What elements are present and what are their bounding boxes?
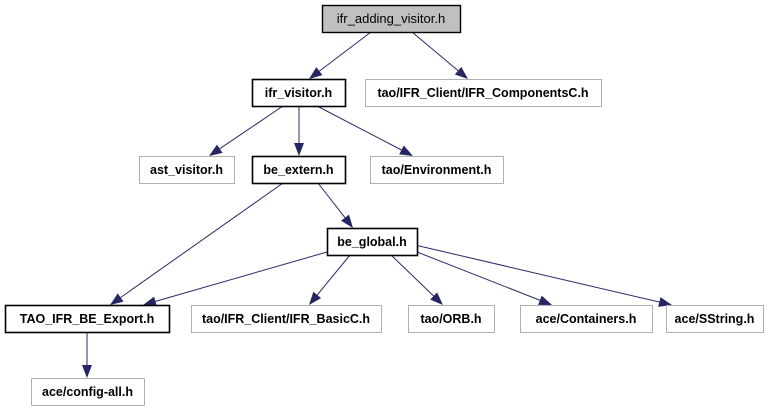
node-ifr_visitor[interactable]: ifr_visitor.h	[251, 78, 347, 108]
edge-ifr_adding_visitor-to-ifr_visitor	[309, 31, 372, 79]
node-box[interactable]	[370, 156, 504, 184]
node-label: TAO_IFR_BE_Export.h	[20, 312, 155, 326]
edge-line	[120, 182, 284, 298]
node-box[interactable]	[321, 4, 462, 34]
arrowhead-icon	[143, 296, 157, 307]
edge-line	[411, 249, 541, 301]
node-tao_ifr_be_export[interactable]: TAO_IFR_BE_Export.h	[4, 304, 171, 334]
node-label: tao/IFR_Client/IFR_BasicC.h	[202, 312, 370, 326]
node-box[interactable]	[31, 378, 145, 406]
node-box[interactable]	[251, 155, 347, 185]
node-label: ace/config-all.h	[42, 385, 133, 399]
node-label: tao/Environment.h	[382, 163, 492, 177]
node-label: ifr_visitor.h	[265, 86, 332, 100]
node-box[interactable]	[365, 79, 602, 107]
node-box[interactable]	[408, 305, 495, 333]
arrowhead-icon	[294, 143, 304, 156]
edges-layer	[82, 31, 672, 378]
arrowhead-icon	[309, 67, 323, 79]
node-box[interactable]	[251, 78, 347, 108]
node-ace_sstring[interactable]: ace/SString.h	[666, 305, 764, 333]
node-label: ast_visitor.h	[150, 163, 223, 177]
node-label: tao/ORB.h	[420, 312, 481, 326]
node-label: ace/SString.h	[675, 312, 755, 326]
arrowhead-icon	[209, 144, 223, 156]
node-ifr_componentsc[interactable]: tao/IFR_Client/IFR_ComponentsC.h	[365, 79, 602, 107]
node-be_global[interactable]: be_global.h	[326, 227, 419, 257]
edge-line	[411, 31, 459, 72]
node-tao_environment[interactable]: tao/Environment.h	[370, 156, 504, 184]
node-ace_containers[interactable]: ace/Containers.h	[520, 305, 653, 333]
edge-line	[414, 244, 660, 303]
node-ast_visitor[interactable]: ast_visitor.h	[139, 156, 235, 184]
node-tao_orb[interactable]: tao/ORB.h	[408, 305, 495, 333]
node-ace_config_all[interactable]: ace/config-all.h	[31, 378, 145, 406]
edge-ifr_visitor-to-tao_environment	[316, 105, 413, 156]
edge-be_global-to-tao_ifr_be_export	[143, 251, 328, 307]
edge-ifr_visitor-to-ast_visitor	[209, 105, 284, 156]
node-label: be_extern.h	[263, 163, 333, 177]
arrowhead-icon	[110, 293, 124, 305]
arrowhead-icon	[399, 145, 413, 156]
edge-tao_ifr_be_export-to-ace_config_all	[82, 332, 92, 378]
edge-be_global-to-ace_containers	[411, 249, 552, 305]
node-box[interactable]	[139, 156, 235, 184]
edge-line	[317, 182, 346, 219]
node-label: be_global.h	[337, 235, 406, 249]
arrowhead-icon	[82, 365, 92, 378]
edge-line	[390, 254, 434, 297]
edge-be_extern-to-be_global	[317, 182, 353, 228]
arrowhead-icon	[658, 297, 672, 307]
node-label: tao/IFR_Client/IFR_ComponentsC.h	[377, 86, 588, 100]
arrowhead-icon	[538, 295, 552, 305]
edge-line	[155, 251, 328, 302]
edge-ifr_adding_visitor-to-ifr_componentsc	[411, 31, 468, 79]
edge-ifr_visitor-to-be_extern	[294, 106, 304, 156]
edge-line	[319, 31, 372, 72]
node-ifr_basicc[interactable]: tao/IFR_Client/IFR_BasicC.h	[191, 305, 382, 333]
edge-line	[219, 105, 284, 150]
node-ifr_adding_visitor[interactable]: ifr_adding_visitor.h	[321, 4, 462, 34]
node-box[interactable]	[326, 227, 419, 257]
arrowhead-icon	[341, 214, 353, 228]
edge-be_global-to-tao_orb	[390, 254, 443, 305]
node-be_extern[interactable]: be_extern.h	[251, 155, 347, 185]
node-label: ifr_adding_visitor.h	[337, 11, 445, 26]
node-box[interactable]	[666, 305, 764, 333]
arrowhead-icon	[309, 291, 322, 305]
arrowhead-icon	[454, 66, 468, 79]
edge-line	[316, 254, 351, 296]
node-label: ace/Containers.h	[536, 312, 637, 326]
edge-be_extern-to-tao_ifr_be_export	[110, 182, 284, 305]
node-box[interactable]	[191, 305, 382, 333]
node-box[interactable]	[520, 305, 653, 333]
edge-line	[316, 105, 402, 151]
edge-be_global-to-ace_sstring	[414, 244, 672, 307]
nodes-layer: ifr_adding_visitor.h ifr_visitor.h tao/IFR…	[4, 4, 764, 406]
arrowhead-icon	[430, 292, 443, 305]
node-box[interactable]	[4, 304, 171, 334]
edge-be_global-to-ifr_basicc	[309, 254, 351, 305]
